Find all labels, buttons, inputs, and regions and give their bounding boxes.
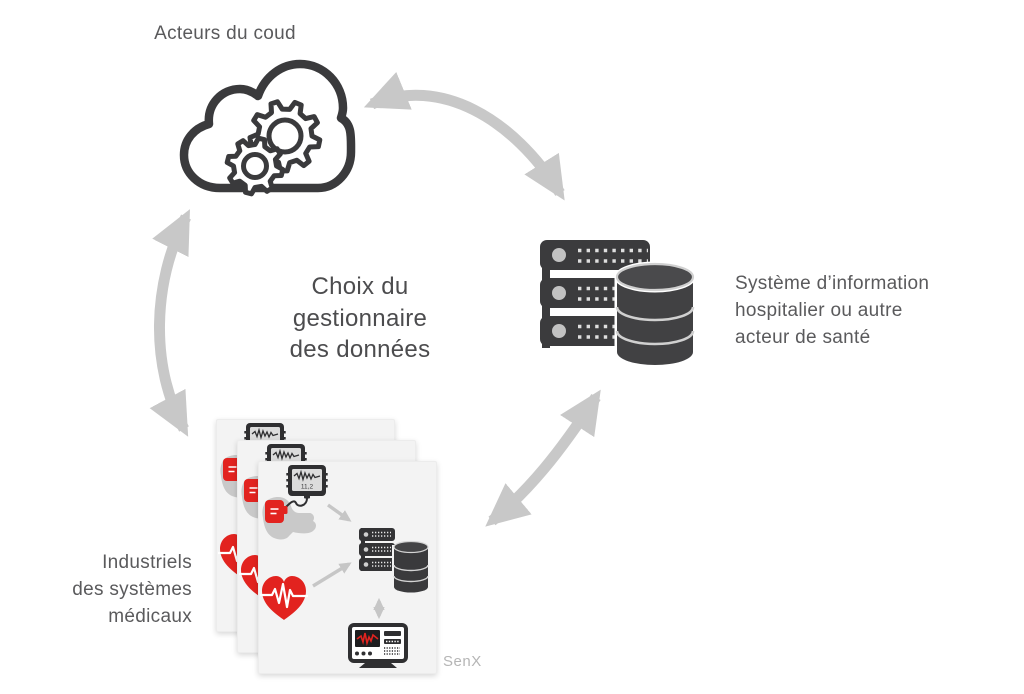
mini-arrow-device-server [327,503,352,522]
ecg-monitor-icon [348,623,408,668]
medical-industry-label: Industriels des systèmes médicaux [72,552,192,627]
arrow-cloud-industry [149,209,191,437]
mini-server-database-icon [359,528,430,595]
arrow-cloud-hospital [363,72,565,201]
mini-arrow-heart-server [312,562,352,588]
bp-cord [285,497,308,508]
cloud-gears-icon [179,59,356,197]
server-database-icon [540,240,696,368]
brand-label: SenX [443,653,482,670]
bp-cuff-icon [265,500,288,523]
bp-monitor-icon: 11,2 [285,465,328,508]
arrow-industry-hospital [485,389,601,527]
gear-hole [241,152,269,180]
diagram-title: Choix du gestionnaire des données [289,273,431,364]
hospital-system-label: Système d’information hospitalier ou aut… [735,273,930,348]
database-icon [614,261,696,368]
medical-doc-card-front: 11,2 [258,461,437,674]
heart-ecg-icon [260,576,308,620]
cloud-actors-label: Acteurs du coud [154,23,296,44]
gear-hole [266,117,304,155]
device-reading: 11,2 [301,484,314,491]
